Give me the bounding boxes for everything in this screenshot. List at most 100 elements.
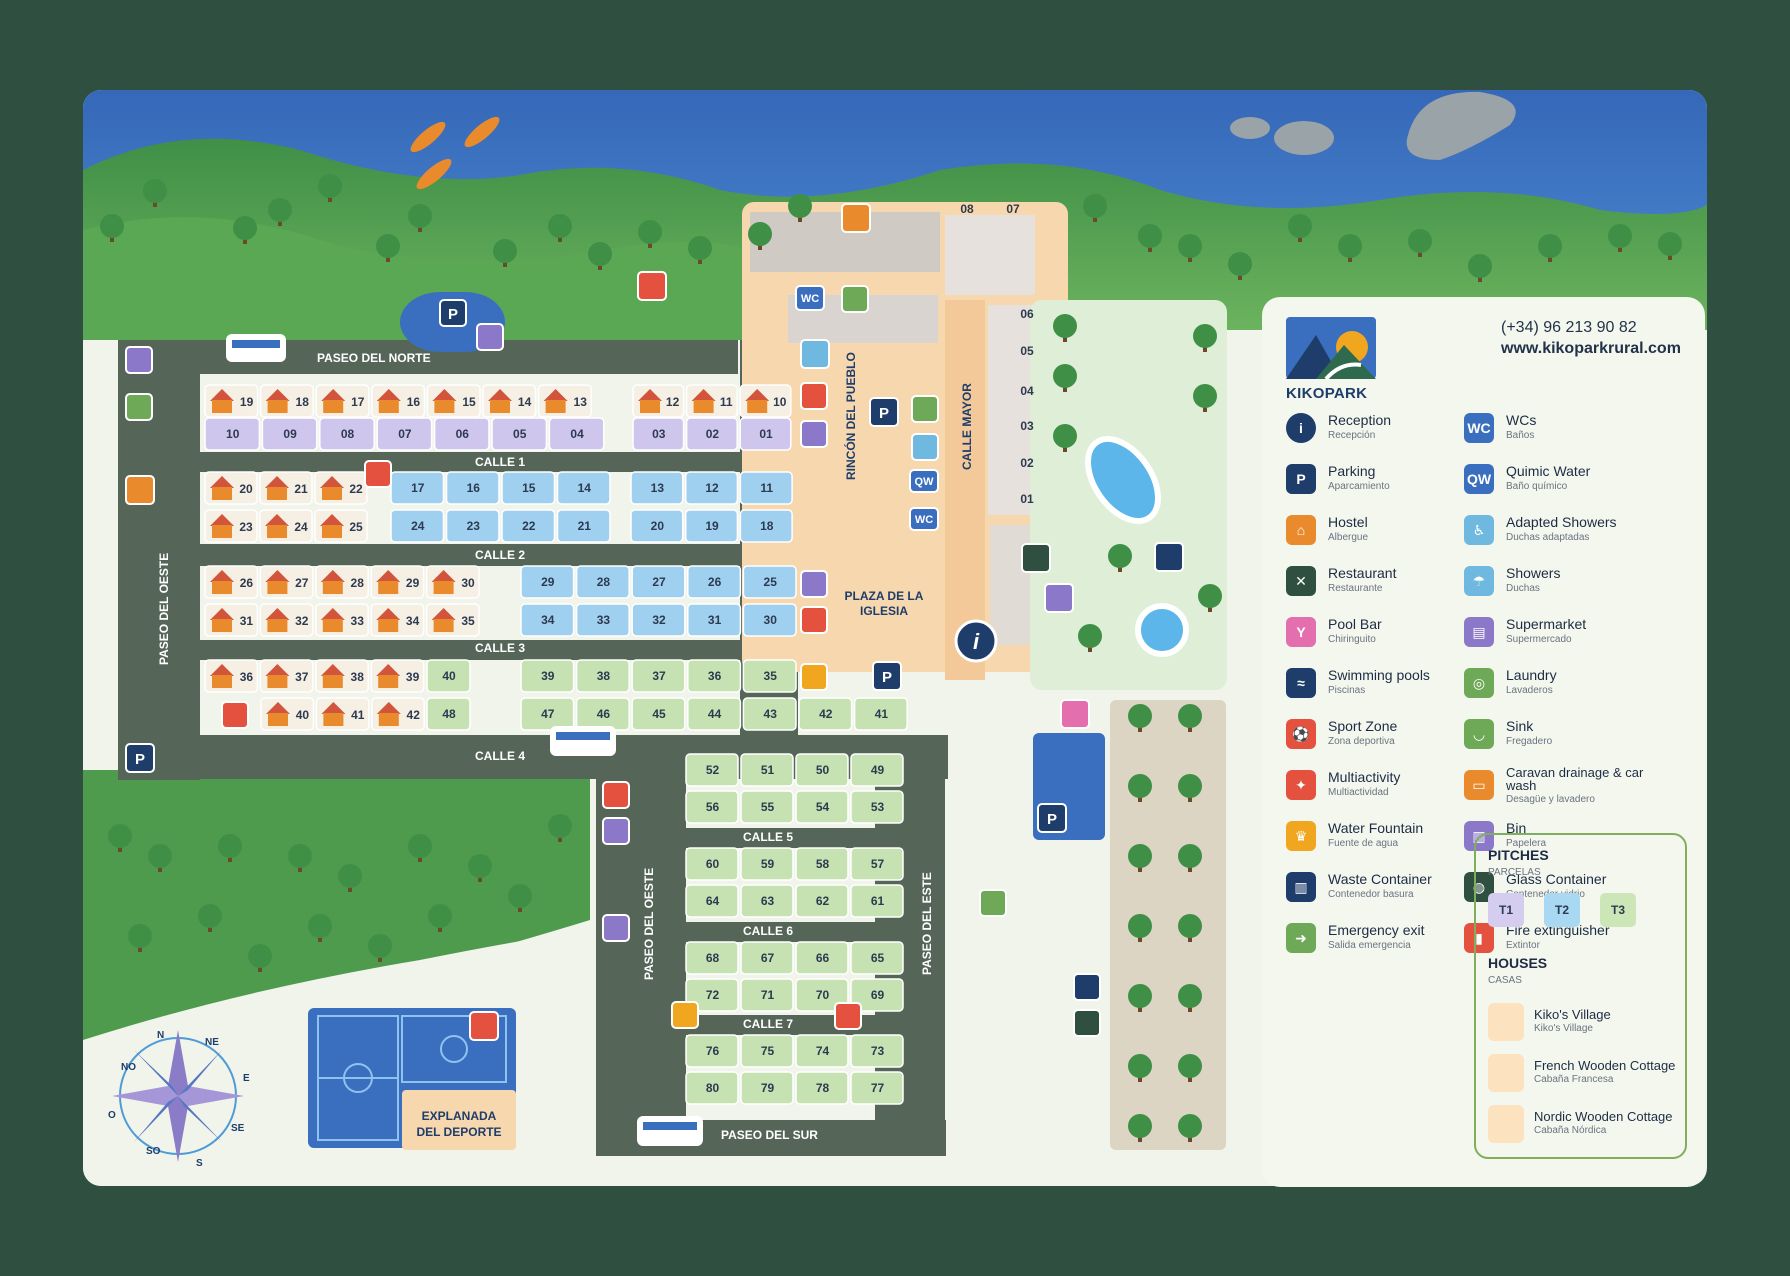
cottage-plot[interactable]: 33: [315, 603, 369, 637]
pitch-plot[interactable]: 74: [795, 1034, 849, 1068]
pitch-plot[interactable]: 22: [501, 509, 556, 543]
pitch-plot[interactable]: 77: [850, 1071, 904, 1105]
pitch-plot[interactable]: 59: [740, 847, 794, 881]
pitch-plot[interactable]: 73: [850, 1034, 904, 1068]
cottage-plot[interactable]: 38: [315, 659, 369, 693]
pitch-plot[interactable]: 29: [520, 565, 575, 599]
cottage-plot[interactable]: 12: [632, 384, 685, 418]
pitch-plot[interactable]: 70: [795, 978, 849, 1012]
pitch-plot[interactable]: 01: [739, 417, 792, 451]
glass-container-marker[interactable]: [1073, 1009, 1101, 1037]
cottage-plot[interactable]: 11: [685, 384, 738, 418]
bin-marker[interactable]: [125, 346, 153, 374]
bin-marker[interactable]: [800, 420, 828, 448]
pitch-plot[interactable]: 20: [630, 509, 684, 543]
fire-extinguisher-marker[interactable]: [834, 1002, 862, 1030]
phone-number[interactable]: (+34) 96 213 90 82: [1501, 319, 1637, 336]
pitch-plot[interactable]: 09: [261, 417, 318, 451]
parking-marker[interactable]: P: [872, 661, 902, 691]
cottage-plot[interactable]: 29: [370, 565, 425, 599]
water-fountain-marker[interactable]: [800, 663, 828, 691]
cottage-plot[interactable]: 22: [314, 471, 368, 505]
pitch-plot[interactable]: 65: [850, 941, 904, 975]
cottage-plot[interactable]: 37: [259, 659, 314, 693]
pitch-plot[interactable]: 75: [740, 1034, 794, 1068]
pitch-plot[interactable]: 50: [795, 753, 849, 787]
pitch-plot[interactable]: 47: [520, 697, 575, 731]
pitch-plot[interactable]: 10: [204, 417, 261, 451]
cottage-plot[interactable]: 24: [259, 509, 313, 543]
cottage-plot[interactable]: 16: [371, 384, 426, 418]
pitch-plot[interactable]: 78: [795, 1071, 849, 1105]
shower-marker[interactable]: [911, 433, 939, 461]
water-fountain-marker[interactable]: [671, 1001, 699, 1029]
cottage-plot[interactable]: 15: [426, 384, 481, 418]
pitch-plot[interactable]: 48: [426, 697, 471, 731]
emergency-exit-marker[interactable]: [125, 393, 153, 421]
cottage-plot[interactable]: 42: [371, 697, 425, 731]
wc-marker[interactable]: WC: [795, 285, 825, 311]
map-markers[interactable]: P P P P P WC WC QW i: [125, 203, 1184, 1041]
pitch-plot[interactable]: 19: [684, 509, 739, 543]
pitch-plot[interactable]: 12: [684, 471, 739, 505]
pitch-plot[interactable]: 72: [685, 978, 739, 1012]
fire-extinguisher-marker[interactable]: [602, 781, 630, 809]
pitch-plot[interactable]: 60: [685, 847, 739, 881]
pitch-plot[interactable]: 42: [798, 697, 853, 731]
pitch-plot[interactable]: 31: [687, 603, 742, 637]
pitch-plot[interactable]: 25: [742, 565, 797, 599]
pitch-plot[interactable]: 40: [426, 659, 471, 693]
cottage-plot[interactable]: 26: [204, 565, 259, 599]
pitch-plot[interactable]: 27: [631, 565, 686, 599]
pitch-plot[interactable]: 51: [740, 753, 794, 787]
supermarket-marker[interactable]: [1044, 583, 1074, 613]
pitch-plot[interactable]: 57: [850, 847, 904, 881]
cottage-plot[interactable]: 23: [204, 509, 258, 543]
cottage-plot[interactable]: 13: [537, 384, 592, 418]
pitch-plot[interactable]: 80: [685, 1071, 739, 1105]
pitch-plot[interactable]: 76: [685, 1034, 739, 1068]
adapted-shower-marker[interactable]: [800, 339, 830, 369]
fire-extinguisher-marker[interactable]: [800, 382, 828, 410]
pitch-plot[interactable]: 62: [795, 884, 849, 918]
pitch-plot[interactable]: 08: [319, 417, 375, 451]
pitch-plot[interactable]: 52: [685, 753, 739, 787]
pitch-plot[interactable]: 44: [687, 697, 742, 731]
pitch-plot[interactable]: 64: [685, 884, 739, 918]
pitch-plot[interactable]: 26: [687, 565, 742, 599]
parking-marker[interactable]: P: [439, 299, 467, 327]
sink-marker[interactable]: [911, 395, 939, 423]
parking-marker[interactable]: P: [1037, 803, 1067, 833]
reception-marker[interactable]: i: [954, 619, 998, 663]
pitch-plot[interactable]: 02: [685, 417, 738, 451]
pitch-plot[interactable]: 68: [685, 941, 739, 975]
pitch-plot[interactable]: 17: [390, 471, 445, 505]
cottage-plot[interactable]: 32: [259, 603, 314, 637]
waste-container-marker[interactable]: [1073, 973, 1101, 1001]
cottage-plot[interactable]: 17: [315, 384, 370, 418]
pitch-plot[interactable]: 06: [433, 417, 490, 451]
cottage-plot[interactable]: 39: [370, 659, 425, 693]
pitch-plot[interactable]: 61: [850, 884, 904, 918]
pitch-plot[interactable]: 05: [491, 417, 548, 451]
cottage-plot[interactable]: 28: [315, 565, 369, 599]
cottage-plot[interactable]: 21: [259, 471, 313, 505]
cottage-plot[interactable]: 27: [259, 565, 314, 599]
sport-zone-marker[interactable]: [469, 1011, 499, 1041]
cottage-plot[interactable]: 40: [260, 697, 315, 731]
pitch-plot[interactable]: 69: [850, 978, 904, 1012]
website-link[interactable]: www.kikoparkrural.com: [1501, 340, 1681, 357]
cottage-plot[interactable]: 20: [204, 471, 258, 505]
pitch-plot[interactable]: 37: [631, 659, 686, 693]
pitch-plot[interactable]: 18: [739, 509, 793, 543]
multiactivity-marker[interactable]: [637, 271, 667, 301]
pitch-plot[interactable]: 58: [795, 847, 849, 881]
pitch-plot[interactable]: 35: [742, 659, 797, 693]
restaurant-marker[interactable]: [1021, 543, 1051, 573]
pitch-plot[interactable]: 07: [376, 417, 433, 451]
pitch-plot[interactable]: 55: [740, 790, 794, 824]
pitch-plot[interactable]: 11: [739, 471, 793, 505]
pitch-plot[interactable]: 71: [740, 978, 794, 1012]
pitch-plot[interactable]: 63: [740, 884, 794, 918]
pitch-plot[interactable]: 41: [853, 697, 908, 731]
